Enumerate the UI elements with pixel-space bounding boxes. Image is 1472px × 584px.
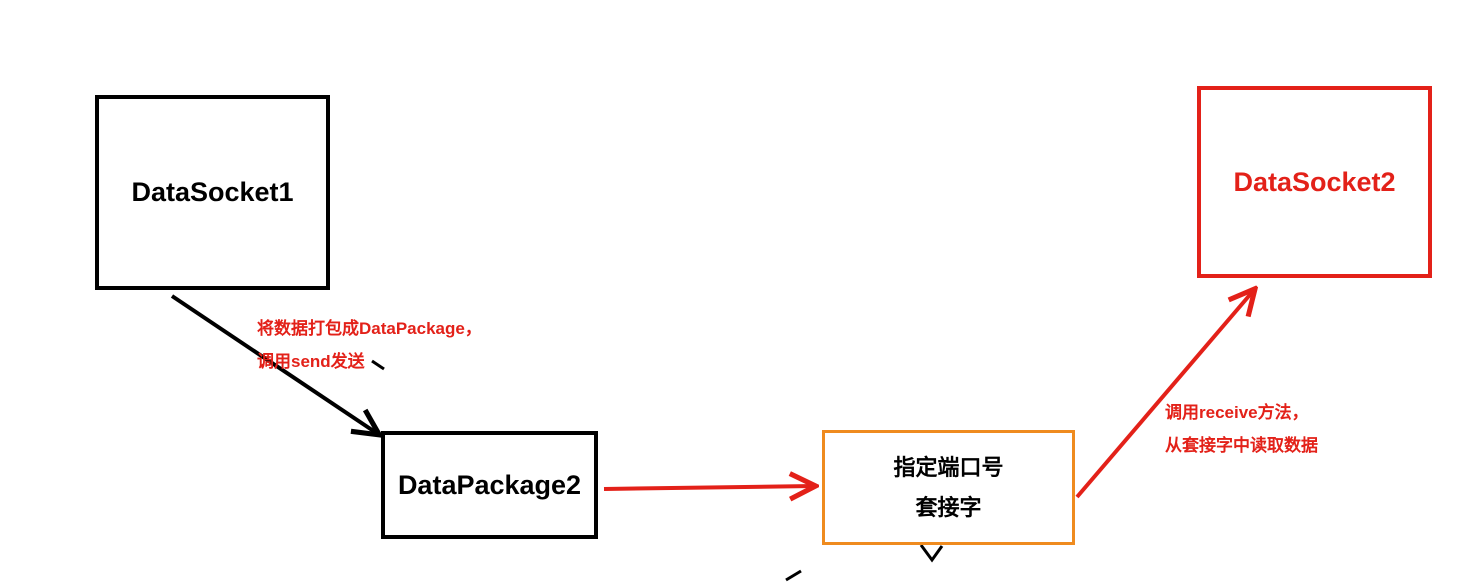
arrow-port-to-datasocket2 bbox=[1075, 290, 1254, 499]
datasocket2-label: DataSocket2 bbox=[1233, 166, 1396, 197]
datapackage2-box: DataPackage2 bbox=[381, 431, 598, 539]
caret-below-port-box bbox=[919, 544, 944, 563]
port-socket-box: 指定端口号 套接字 bbox=[822, 430, 1075, 545]
datasocket1-box: DataSocket1 bbox=[95, 95, 330, 290]
stray-dash-bottom bbox=[785, 569, 802, 582]
receive-annotation-line1: 调用receive方法， bbox=[1165, 403, 1309, 422]
stray-tick-mark bbox=[371, 359, 385, 371]
arrow-datapackage2-to-port bbox=[603, 486, 814, 489]
datasocket1-label: DataSocket1 bbox=[131, 177, 294, 207]
arrow-datasocket1-to-datapackage2 bbox=[170, 294, 378, 434]
receive-annotation: 调用receive方法， 从套接字中读取数据 bbox=[1165, 396, 1318, 462]
port-socket-label-line1: 指定端口号 bbox=[893, 454, 1004, 480]
datasocket2-box: DataSocket2 bbox=[1197, 86, 1432, 278]
receive-annotation-line2: 从套接字中读取数据 bbox=[1165, 436, 1318, 455]
send-annotation-line2: 调用send发送 bbox=[257, 352, 365, 371]
port-socket-label-line2: 套接字 bbox=[915, 494, 982, 520]
datapackage2-label: DataPackage2 bbox=[397, 469, 582, 500]
send-annotation-line1: 将数据打包成DataPackage， bbox=[257, 319, 482, 338]
send-annotation: 将数据打包成DataPackage， 调用send发送 bbox=[257, 312, 482, 378]
